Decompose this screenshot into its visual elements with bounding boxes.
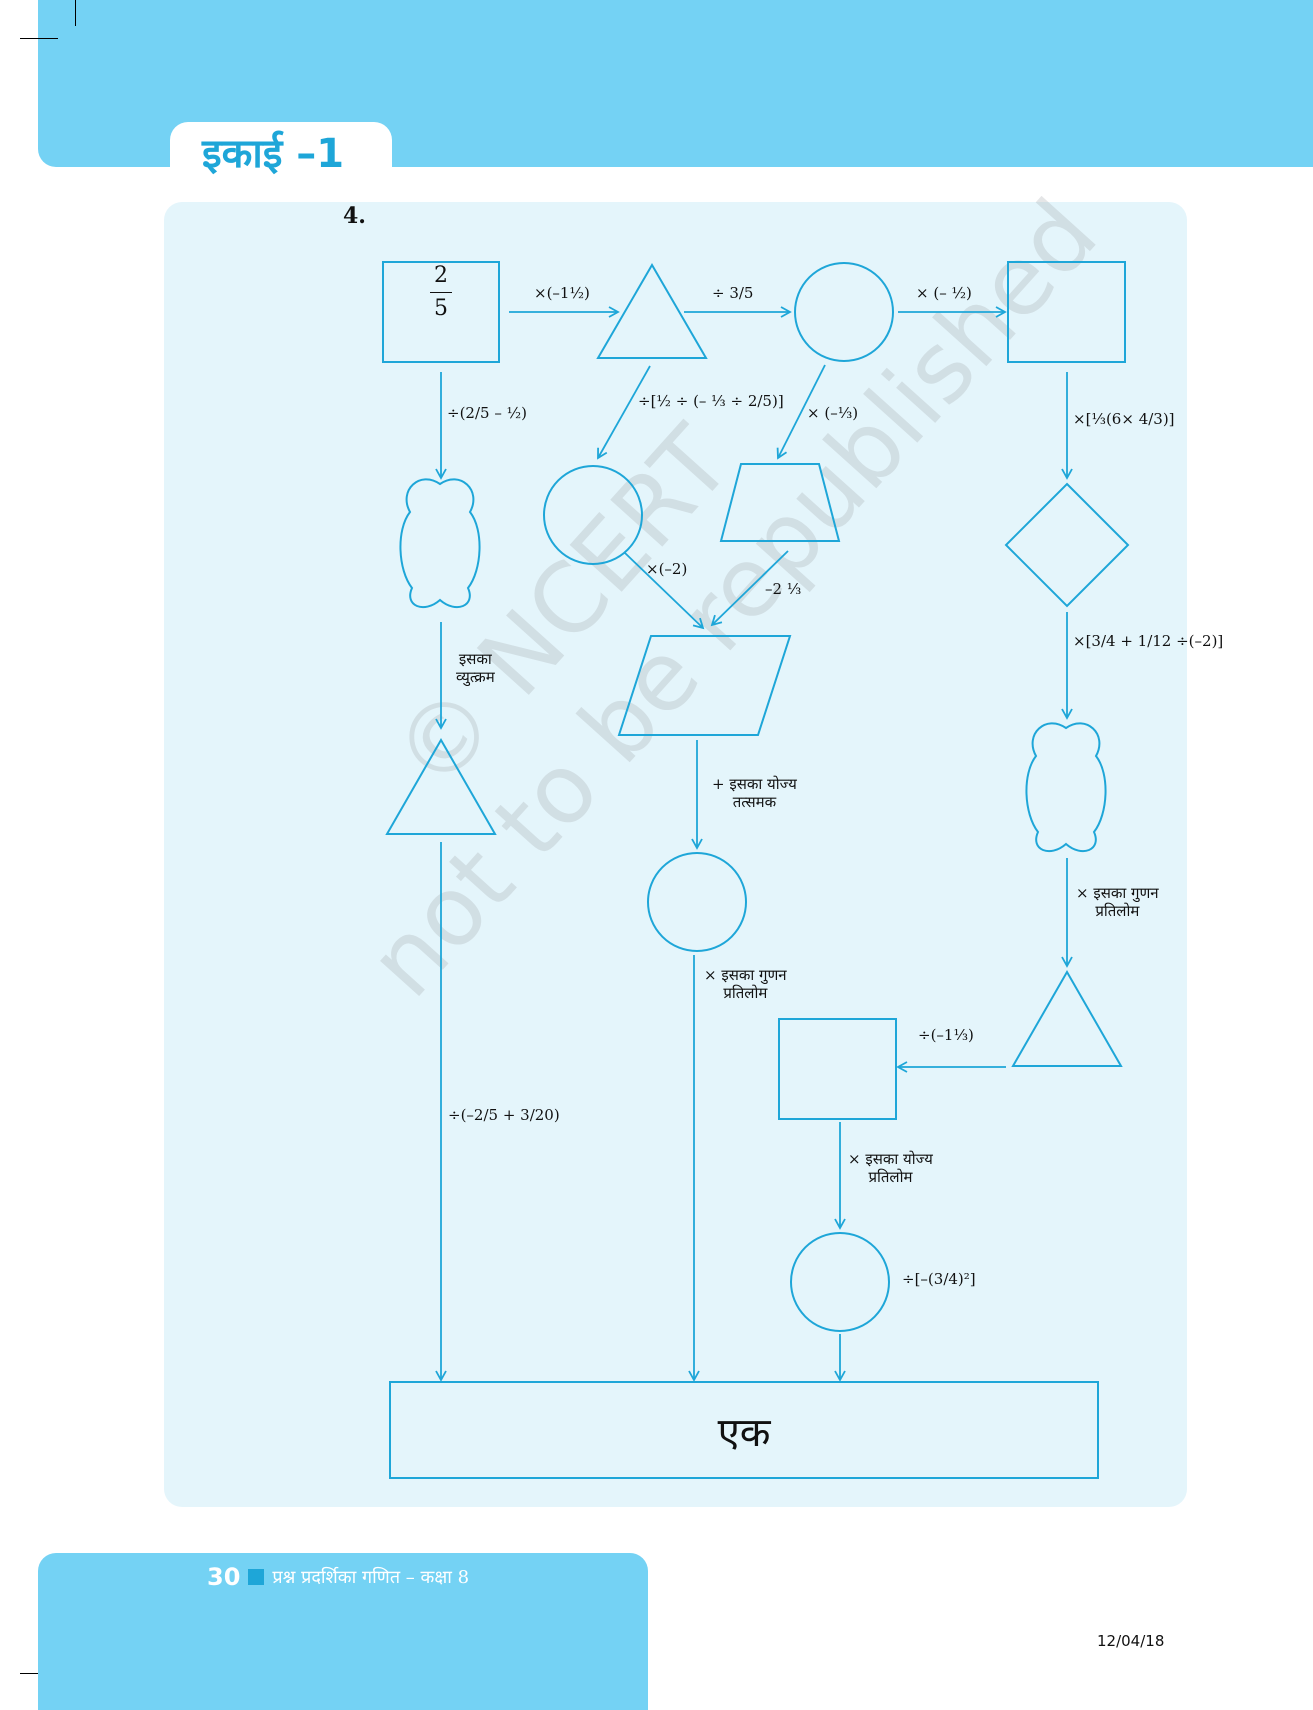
circle-3	[647, 852, 747, 952]
op-label-k: इसका व्युत्क्रम	[456, 650, 495, 686]
page-number: 30	[207, 1563, 241, 1591]
arrow-e	[597, 365, 651, 460]
op-label-h: ×(–2)	[646, 560, 688, 578]
op-label-r: ÷[–(3/4)²]	[902, 1270, 976, 1288]
start-square	[382, 261, 500, 363]
op-label-a: ×(–1½)	[534, 284, 590, 302]
start-value: 2 5	[383, 262, 499, 322]
diamond	[1004, 482, 1130, 608]
footer-square-icon	[248, 1569, 265, 1585]
square-2	[1007, 261, 1126, 363]
crop-mark	[20, 38, 58, 39]
op-label-i: –2 ⅓	[765, 580, 802, 598]
op-label-p: ÷(–2/5 + 3/20)	[448, 1106, 560, 1124]
op-label-n: × इसका गुणन प्रतिलोम	[1076, 884, 1159, 920]
op-label-o: ÷(–1⅓)	[918, 1026, 974, 1044]
op-label-e: ÷[½ ÷ (– ⅓ ÷ 2/5)]	[638, 392, 784, 410]
triangle-1	[596, 263, 708, 359]
cloud-2	[1025, 722, 1107, 853]
book-title: प्रश्न प्रदर्शिका गणित – कक्षा 8	[272, 1567, 470, 1588]
circle-4	[790, 1232, 890, 1332]
crop-mark	[75, 0, 76, 26]
op-label-l: + इसका योज्य तत्समक	[712, 775, 797, 811]
final-box	[389, 1381, 1099, 1479]
trapezoid	[719, 463, 841, 542]
triangle-3	[1011, 969, 1123, 1067]
footer-band	[38, 1553, 648, 1710]
op-label-g: ×[⅓(6× 4/3)]	[1073, 410, 1175, 428]
unit-tab	[170, 122, 392, 182]
fraction-bar	[430, 291, 452, 293]
square-3	[778, 1018, 897, 1120]
op-label-q: × इसका योज्य प्रतिलोम	[848, 1150, 933, 1186]
unit-title: इकाई –1	[202, 131, 345, 177]
arrow-f	[776, 364, 826, 460]
op-label-j: ×[3/4 + 1/12 ÷(–2)]	[1073, 632, 1224, 650]
op-label-b: ÷ 3/5	[712, 284, 754, 302]
op-label-f: × (–⅓)	[807, 404, 859, 422]
footer: 30 प्रश्न प्रदर्शिका गणित – कक्षा 8	[207, 1563, 469, 1591]
final-box-text: एक	[717, 1409, 771, 1456]
arrow-i	[710, 550, 789, 627]
op-label-c: × (– ½)	[916, 284, 972, 302]
print-date: 12/04/18	[1097, 1632, 1165, 1650]
start-numerator: 2	[434, 263, 448, 288]
arrow-h	[624, 552, 705, 630]
circle-2	[543, 465, 643, 565]
circle-1	[794, 262, 894, 362]
parallelogram	[617, 635, 792, 736]
op-label-m: × इसका गुणन प्रतिलोम	[704, 966, 787, 1002]
start-denominator: 5	[434, 295, 448, 321]
cloud-1	[399, 478, 481, 609]
question-panel	[164, 202, 1187, 1507]
triangle-2	[385, 737, 497, 835]
question-number: 4.	[343, 203, 366, 229]
op-label-d: ÷(2/5 – ½)	[447, 404, 527, 422]
